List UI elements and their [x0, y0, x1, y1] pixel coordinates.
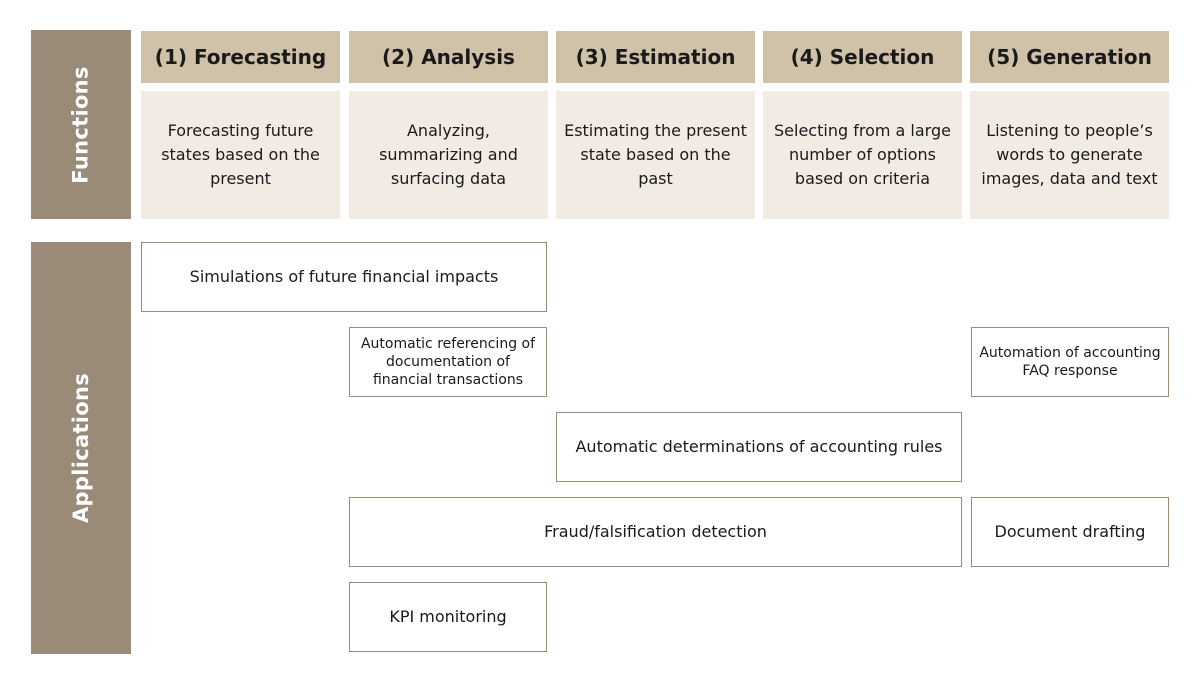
applications-section-label: Applications — [31, 242, 131, 654]
application-kpi-monitoring: KPI monitoring — [349, 582, 547, 652]
application-fraud-detection: Fraud/falsification detection — [349, 497, 962, 567]
application-accounting-rules: Automatic determinations of accounting r… — [556, 412, 962, 482]
function-description-forecasting: Forecasting future states based on the p… — [141, 91, 340, 219]
function-header-generation: (5) Generation — [970, 31, 1169, 83]
function-header-estimation: (3) Estimation — [556, 31, 755, 83]
application-document-drafting: Document drafting — [971, 497, 1169, 567]
functions-section-label: Functions — [31, 30, 131, 219]
function-header-analysis: (2) Analysis — [349, 31, 548, 83]
application-simulations: Simulations of future financial impacts — [141, 242, 547, 312]
function-header-forecasting: (1) Forecasting — [141, 31, 340, 83]
function-description-selection: Selecting from a large number of options… — [763, 91, 962, 219]
functions-label-text: Functions — [69, 65, 93, 184]
application-referencing: Automatic referencing of documentation o… — [349, 327, 547, 397]
function-description-generation: Listening to people’s words to generate … — [970, 91, 1169, 219]
application-faq-automation: Automation of accounting FAQ response — [971, 327, 1169, 397]
function-description-analysis: Analyzing, summarizing and surfacing dat… — [349, 91, 548, 219]
function-description-estimation: Estimating the present state based on th… — [556, 91, 755, 219]
applications-label-text: Applications — [69, 372, 94, 524]
function-header-selection: (4) Selection — [763, 31, 962, 83]
